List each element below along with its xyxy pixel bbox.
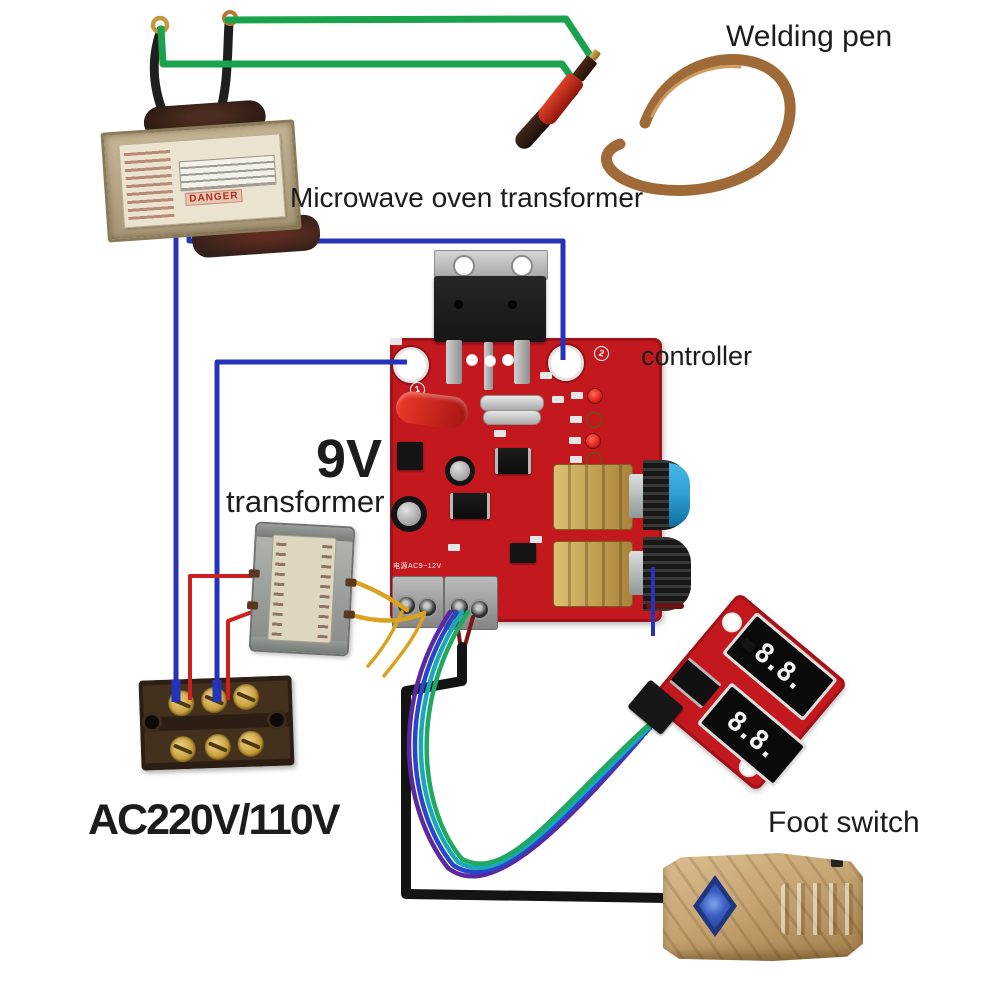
transistor <box>397 442 423 470</box>
power-resistor <box>483 410 541 425</box>
t9v-value-label: 9V <box>316 429 383 489</box>
soic-ic <box>510 543 536 563</box>
pcb-mount-hole-right <box>548 345 584 381</box>
pot-knob-blue[interactable] <box>643 460 690 530</box>
microwave-oven-transformer: DANGER <box>97 97 322 262</box>
yellow-wire-slack <box>382 613 426 678</box>
green-wire-to-red-pen <box>224 15 595 61</box>
pcb-mount-hole-left <box>393 347 429 383</box>
electrolytic-cap <box>391 496 427 532</box>
mot-frame: DANGER <box>100 119 302 243</box>
ribbon-green <box>424 609 668 866</box>
controller-pcb: 1 2 电源AC9~12V <box>390 250 691 630</box>
dip-ic <box>450 493 490 519</box>
mot-spec-text-rows <box>123 147 175 221</box>
mot-spec-table <box>178 154 277 192</box>
yellow-wire-slack <box>366 610 404 668</box>
9v-transformer <box>246 521 357 657</box>
t9v-pin <box>343 610 355 619</box>
led-red <box>585 433 601 449</box>
display-digits: 8.8. <box>748 636 812 697</box>
t9v-bobbin <box>267 534 337 644</box>
brand-diamond-logo <box>693 875 737 937</box>
red-wire-9v <box>226 610 253 700</box>
welding-pen-label: Welding pen <box>726 20 893 53</box>
foot-switch-pedal[interactable] <box>663 853 863 961</box>
terminal-screw <box>398 597 415 614</box>
red-wire-9v <box>188 574 254 700</box>
knob-blue-cap <box>669 463 690 527</box>
display-digits: 8.8. <box>720 704 785 766</box>
mot-label: Microwave oven transformer <box>290 182 644 213</box>
t9v-pin <box>246 601 259 610</box>
foot-switch-label: Foot switch <box>768 806 920 839</box>
scr-leg <box>446 340 462 384</box>
pedal-hinge-tab <box>831 855 843 867</box>
t9v-word-label: transformer <box>226 484 385 519</box>
t9v-pin <box>248 569 260 578</box>
t9v-pin <box>345 578 357 587</box>
foot-switch[interactable] <box>655 845 875 970</box>
ac-input-label: AC220V/110V <box>88 796 341 844</box>
copper-cable-highlight <box>650 65 742 118</box>
soic-ic <box>495 448 531 474</box>
controller-label: controller <box>641 341 753 371</box>
silkscreen-power-input: 电源AC9~12V <box>393 563 442 570</box>
blue-wire-controller-to-terminal <box>214 359 407 700</box>
electrolytic-cap <box>445 456 475 486</box>
led-green <box>586 412 602 428</box>
scr-module <box>434 276 546 342</box>
scr-leg <box>514 340 530 384</box>
mot-danger-text: DANGER <box>184 189 243 207</box>
ribbon-purple <box>406 609 645 879</box>
copper-pen-cable <box>601 54 796 197</box>
foot-switch-cable <box>401 642 673 903</box>
led-red <box>587 388 603 404</box>
ribbon-teal <box>418 609 661 870</box>
ribbon-blue <box>412 609 653 875</box>
mot-label-sticker: DANGER <box>118 133 286 229</box>
scr-heatsink-bar <box>434 250 548 280</box>
terminal-screw <box>471 601 488 618</box>
pedal-grip-ribs <box>781 883 855 935</box>
